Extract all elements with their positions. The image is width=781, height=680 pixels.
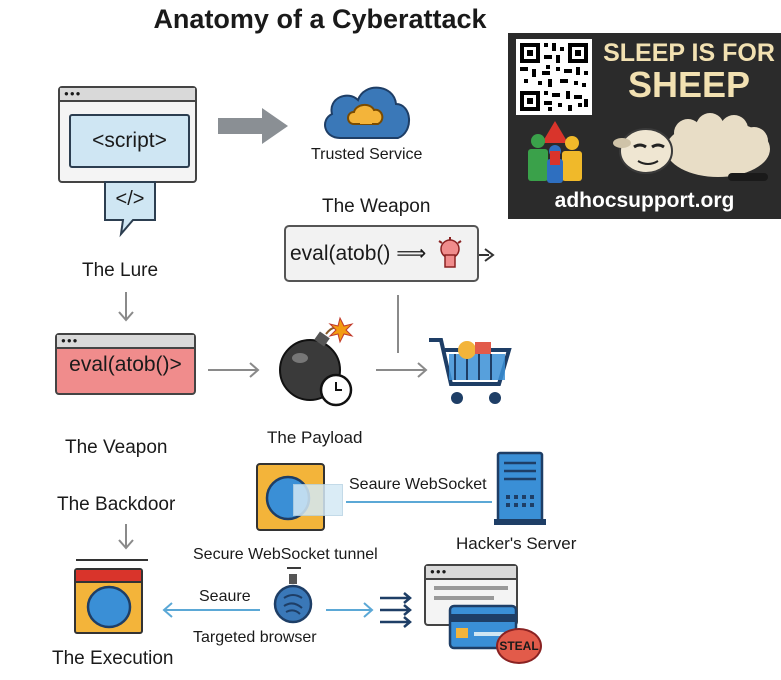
weapon-code-text: eval(atob() ⟹ xyxy=(290,242,427,265)
people-logo xyxy=(528,121,582,183)
label-seaure: Seaure xyxy=(199,588,251,605)
arrow-right-icon xyxy=(208,362,260,378)
arrow-down-icon xyxy=(118,524,134,550)
window-titlebar: ●●● xyxy=(60,88,195,102)
diagram-title: Anatomy of a Cyberattack xyxy=(153,4,487,34)
window-titlebar: ●●● xyxy=(426,566,516,580)
weapon-code-box: eval(atob() ⟹ xyxy=(284,225,479,282)
websocket-client-window xyxy=(256,463,325,531)
content-line xyxy=(434,586,508,590)
label-trusted-service: Trusted Service xyxy=(311,146,423,163)
sheep-icon xyxy=(613,113,770,181)
divider-line xyxy=(287,567,301,569)
globe-icon xyxy=(86,585,132,629)
label-targeted-browser: Targeted browser xyxy=(193,629,317,646)
script-code-box: <script> xyxy=(69,114,190,168)
arrow-right-icon xyxy=(218,108,288,144)
window-titlebar xyxy=(76,570,141,583)
red-code-text: eval(atob()> xyxy=(69,353,182,376)
arrow-down-icon xyxy=(118,292,134,322)
tunnel-overlay xyxy=(293,484,343,516)
execution-window xyxy=(74,568,143,634)
arrow-right-icon xyxy=(376,362,428,378)
arrow-left-icon xyxy=(162,602,260,618)
server-icon xyxy=(494,451,546,525)
data-stream-icon xyxy=(380,592,412,628)
connector-line xyxy=(397,295,399,353)
label-the-veapon: The Veapon xyxy=(65,437,168,458)
steal-badge: STEAL xyxy=(496,628,542,664)
label-the-weapon: The Weapon xyxy=(322,196,431,217)
content-line xyxy=(434,596,494,600)
code-tag-text: </> xyxy=(115,188,145,210)
label-hackers-server: Hacker's Server xyxy=(456,534,577,553)
label-the-backdoor: The Backdoor xyxy=(57,494,176,515)
divider-line xyxy=(76,559,148,561)
label-seaure-websocket: Seaure WebSocket xyxy=(349,476,487,493)
steal-text: STEAL xyxy=(499,639,539,653)
websocket-line xyxy=(346,501,492,503)
cloud-icon xyxy=(324,86,410,139)
shopping-cart-icon xyxy=(429,338,512,404)
virus-orb-icon xyxy=(273,574,313,624)
ad-headline-top: SLEEP IS FOR xyxy=(603,39,775,67)
label-secure-websocket-tunnel: Secure WebSocket tunnel xyxy=(193,546,378,563)
ad-url[interactable]: adhocsupport.org xyxy=(554,189,735,212)
bomb-icon xyxy=(279,316,354,407)
label-the-payload: The Payload xyxy=(267,428,363,447)
red-code-window: ●●● eval(atob()> xyxy=(55,333,196,395)
arrow-right-icon xyxy=(326,602,374,618)
label-the-lure: The Lure xyxy=(82,260,159,281)
lure-browser-window: ●●● <script> xyxy=(58,86,197,183)
small-arrow-icon xyxy=(479,248,495,262)
stolen-browser-window: ●●● xyxy=(424,564,518,626)
ad-headline-bottom: SHEEP xyxy=(627,64,751,105)
bug-icon xyxy=(438,237,462,268)
ad-panel[interactable]: SLEEP IS FOR SHEEP adhocsupport.org xyxy=(508,33,781,219)
code-tag-bubble: </> xyxy=(103,180,157,238)
qr-code xyxy=(516,39,592,115)
label-the-execution: The Execution xyxy=(52,648,174,669)
window-titlebar: ●●● xyxy=(57,335,194,349)
